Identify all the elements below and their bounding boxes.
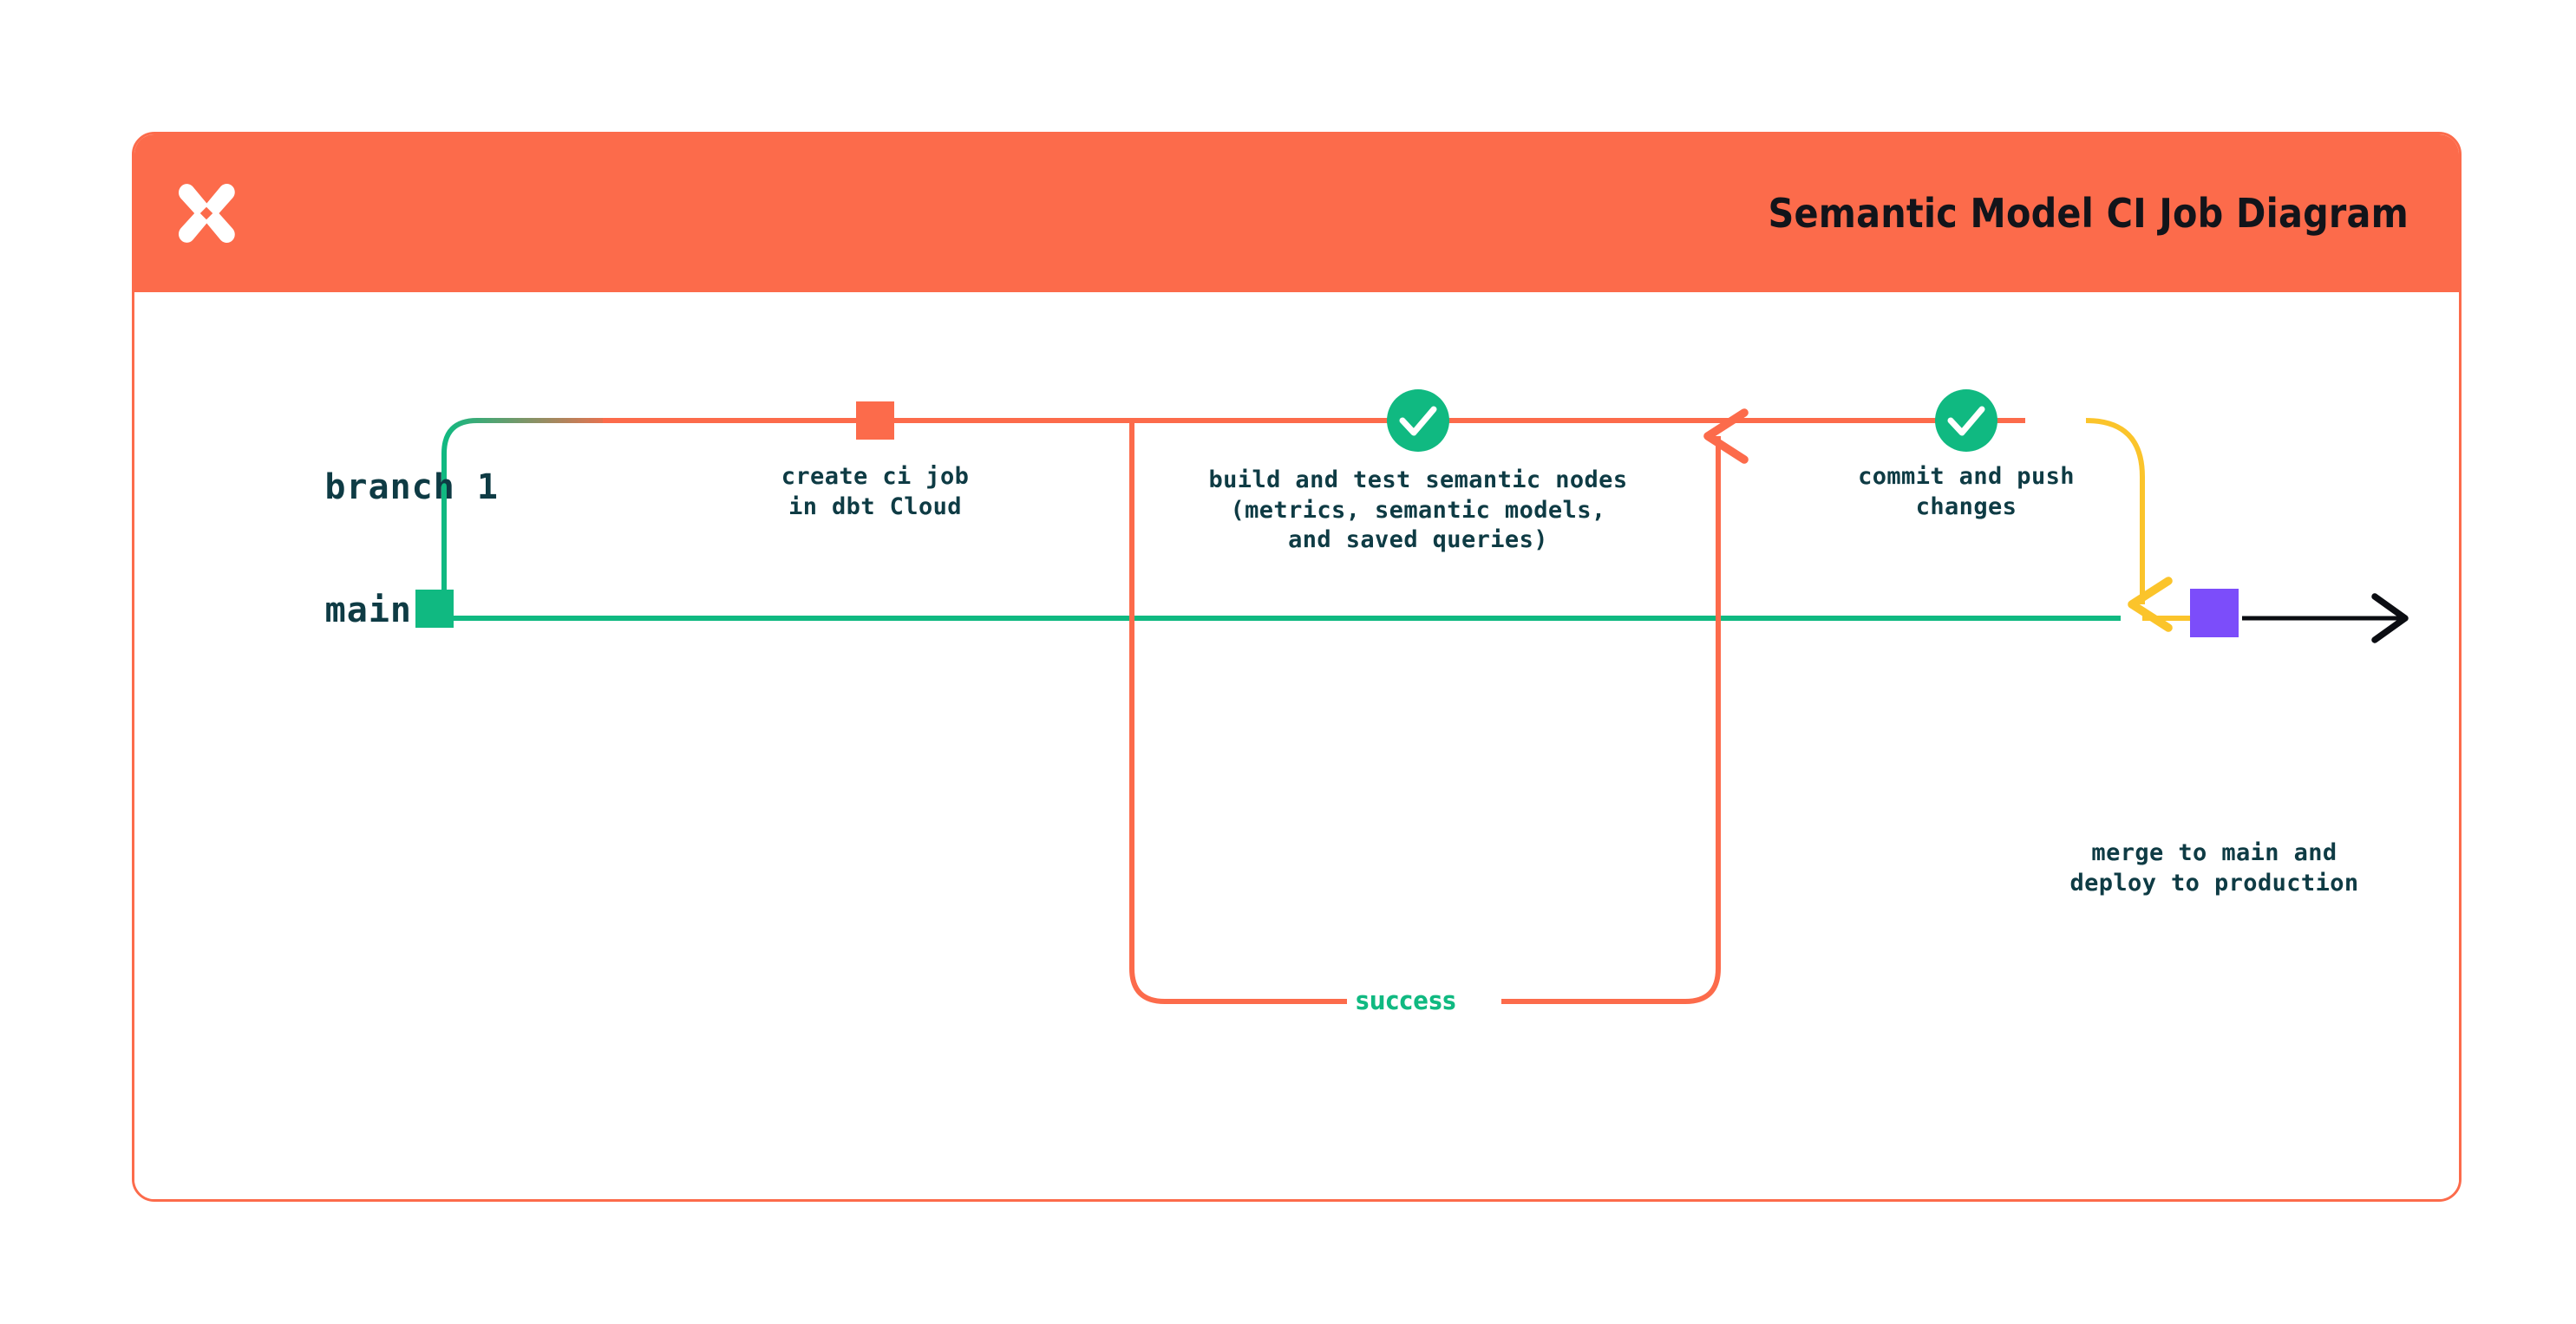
diagram-svg <box>415 389 2409 1021</box>
check-icon <box>1947 406 1985 436</box>
commit-marker-create-ci-job[interactable] <box>856 401 894 440</box>
diagram-card: Semantic Model CI Job Diagram <box>132 132 2462 1202</box>
commit-caption-commit-and-push: commit and push changes <box>1858 463 2075 520</box>
edge-label-success: success <box>1356 986 1456 1015</box>
branch-label-main: main <box>324 590 412 630</box>
branch-1-fork-line <box>441 418 620 618</box>
card-body: branch 1 main create ci job in dbt Cloud… <box>134 292 2459 1199</box>
commit-caption-merge-to-main: merge to main and deploy to production <box>2069 839 2359 897</box>
card-header: Semantic Model CI Job Diagram <box>134 134 2459 292</box>
success-label-backdrop <box>1347 982 1501 1021</box>
dbt-logo-icon <box>178 184 235 243</box>
git-flow-diagram: branch 1 main create ci job in dbt Cloud… <box>134 292 2459 1199</box>
merge-to-main-edge <box>2085 418 2173 632</box>
commit-marker-main-start[interactable] <box>415 590 454 628</box>
commit-marker-merge-to-main[interactable] <box>2190 589 2239 637</box>
commit-caption-create-ci-job: create ci job in dbt Cloud <box>781 463 970 520</box>
commit-marker-commit-and-push[interactable] <box>1935 389 1997 452</box>
page-title: Semantic Model CI Job Diagram <box>1768 190 2409 237</box>
commit-caption-build-and-test: build and test semantic nodes (metrics, … <box>1208 466 1628 554</box>
commit-marker-build-and-test[interactable] <box>1387 389 1449 452</box>
check-icon <box>1399 406 1437 436</box>
branch-label-branch-1: branch 1 <box>324 467 499 507</box>
